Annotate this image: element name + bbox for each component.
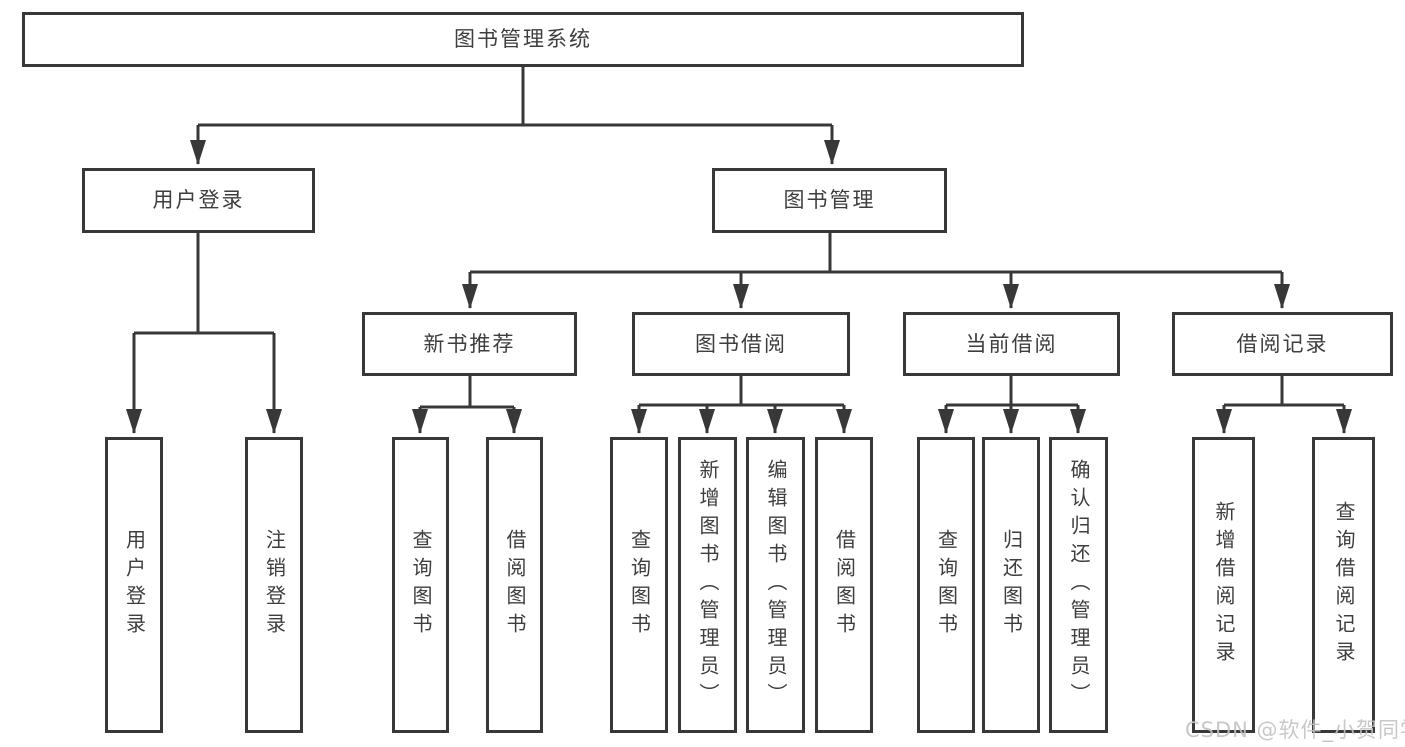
watermark: CSDN @软件_小贺同学 [1185, 718, 1405, 742]
node-leaf-query-books-2: 查询图书 [610, 437, 668, 733]
node-new-book-recommend: 新书推荐 [362, 312, 577, 376]
node-leaf-logout: 注销登录 [245, 437, 303, 733]
node-leaf-query-borrow-record: 查询借阅记录 [1312, 437, 1375, 733]
node-user-login: 用户登录 [82, 168, 315, 233]
node-root-library-system: 图书管理系统 [22, 12, 1024, 67]
node-leaf-borrow-books-1: 借阅图书 [486, 437, 543, 733]
node-leaf-confirm-return-admin: 确认归还（管理员） [1049, 437, 1108, 733]
node-leaf-add-borrow-record: 新增借阅记录 [1192, 437, 1255, 733]
node-current-borrow: 当前借阅 [903, 312, 1120, 376]
node-leaf-add-book-admin: 新增图书（管理员） [678, 437, 737, 733]
node-book-borrow: 图书借阅 [632, 312, 850, 376]
node-book-management: 图书管理 [712, 168, 947, 233]
node-leaf-user-login: 用户登录 [105, 437, 163, 733]
node-leaf-query-books-1: 查询图书 [392, 437, 449, 733]
node-borrow-records: 借阅记录 [1172, 312, 1393, 376]
node-leaf-borrow-books-2: 借阅图书 [815, 437, 873, 733]
node-leaf-edit-book-admin: 编辑图书（管理员） [746, 437, 805, 733]
node-leaf-query-books-3: 查询图书 [917, 437, 975, 733]
node-leaf-return-book: 归还图书 [982, 437, 1040, 733]
